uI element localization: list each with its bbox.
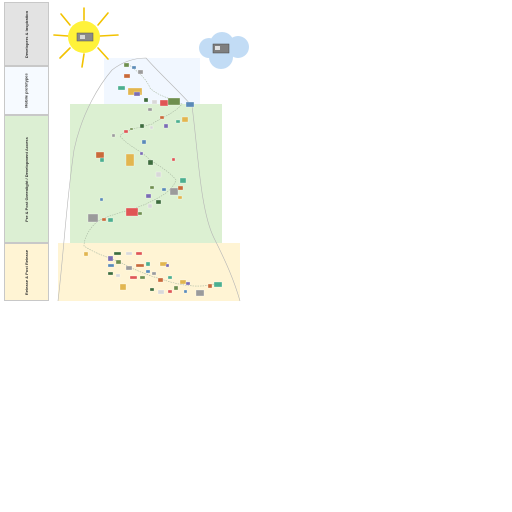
image-thumbnail-icon: [163, 123, 169, 129]
image-thumbnail-icon: [99, 157, 105, 163]
image-thumbnail-icon: [113, 251, 122, 256]
image-thumbnail-icon: [171, 157, 176, 162]
image-thumbnail-icon: [139, 275, 146, 280]
image-thumbnail-icon: [117, 85, 126, 91]
image-thumbnail-icon: [147, 203, 153, 209]
image-thumbnail-icon: [107, 263, 115, 268]
phase-band-mobile-prototypes: Mobile prototypes: [4, 66, 49, 115]
image-thumbnail-icon: [145, 193, 152, 199]
image-thumbnail-icon: [151, 99, 158, 105]
image-thumbnail-icon: [101, 217, 107, 222]
image-thumbnail-icon: [129, 127, 134, 131]
image-thumbnail-icon: [167, 275, 173, 280]
image-thumbnail-icon: [135, 251, 143, 256]
nodes-layer: [83, 62, 223, 297]
image-thumbnail-icon: [185, 281, 191, 286]
image-thumbnail-icon: [159, 99, 169, 107]
image-thumbnail-icon: [107, 217, 114, 223]
journey-path: [83, 63, 215, 287]
image-thumbnail-icon: [175, 119, 181, 124]
image-thumbnail-icon: [165, 263, 170, 268]
image-thumbnail-icon: [131, 65, 137, 70]
image-thumbnail-icon: [137, 69, 144, 75]
image-thumbnail-icon: [141, 139, 147, 145]
image-thumbnail-icon: [123, 62, 130, 68]
image-thumbnail-icon: [149, 125, 154, 130]
image-thumbnail-icon: [115, 273, 121, 278]
image-thumbnail-icon: [123, 73, 131, 79]
image-thumbnail-icon: [159, 115, 165, 120]
cloud-icon: [199, 32, 249, 69]
image-thumbnail-icon: [147, 107, 153, 112]
image-thumbnail-icon: [183, 289, 188, 294]
image-thumbnail-icon: [125, 265, 133, 271]
image-thumbnail-icon: [139, 151, 144, 156]
image-thumbnail-icon: [115, 259, 122, 265]
image-thumbnail-icon: [111, 133, 116, 138]
image-thumbnail-icon: [145, 269, 151, 274]
image-thumbnail-icon: [95, 151, 105, 159]
image-thumbnail-icon: [167, 97, 181, 106]
image-thumbnail-icon: [177, 195, 183, 200]
image-thumbnail-icon: [129, 275, 138, 280]
image-thumbnail-icon: [167, 289, 173, 294]
image-thumbnail-icon: [177, 185, 184, 191]
image-thumbnail-icon: [155, 171, 162, 178]
image-thumbnail-icon: [161, 187, 167, 192]
image-thumbnail-icon: [133, 91, 141, 97]
image-thumbnail-icon: [125, 207, 139, 217]
image-thumbnail-icon: [107, 255, 114, 262]
image-thumbnail-icon: [185, 101, 195, 108]
phase-band-pre-post-greenlight: Pre & Post Greenlight / Development Acce…: [4, 115, 49, 243]
image-thumbnail-icon: [213, 281, 223, 288]
image-thumbnail-icon: [149, 287, 155, 292]
image-thumbnail-icon: [151, 271, 157, 276]
image-thumbnail-icon: [207, 283, 213, 289]
image-thumbnail-icon: [143, 97, 149, 103]
image-thumbnail-icon: [145, 261, 151, 267]
image-thumbnail-icon: [125, 251, 133, 256]
image-thumbnail-icon: [147, 159, 154, 166]
image-thumbnail-icon: [135, 263, 145, 268]
image-thumbnail-icon: [157, 289, 165, 295]
phase-band-release: Release & Post Release: [4, 243, 49, 301]
mountain-outline: [57, 57, 241, 302]
image-thumbnail-icon: [139, 123, 145, 129]
image-thumbnail-icon: [173, 285, 179, 291]
image-thumbnail-icon: [179, 279, 187, 285]
image-thumbnail-icon: [155, 199, 162, 205]
image-thumbnail-icon: [179, 177, 187, 184]
image-thumbnail-icon: [195, 289, 205, 297]
image-thumbnail-icon: [119, 283, 127, 291]
image-thumbnail-icon: [107, 271, 114, 276]
image-thumbnail-icon: [137, 211, 143, 216]
mobile-zone: [104, 58, 200, 104]
sun-icon: [53, 7, 119, 68]
image-thumbnail-icon: [169, 187, 179, 196]
image-thumbnail-icon: [83, 251, 89, 257]
image-thumbnail-icon: [149, 185, 155, 190]
phase-band-developers-inspiration: Developers & Inspiration: [4, 2, 49, 66]
image-thumbnail-icon: [99, 197, 104, 202]
image-thumbnail-icon: [125, 153, 135, 167]
image-thumbnail-icon: [87, 213, 99, 223]
image-thumbnail-icon: [123, 129, 129, 134]
image-thumbnail-icon: [181, 116, 189, 123]
image-thumbnail-icon: [157, 277, 164, 283]
